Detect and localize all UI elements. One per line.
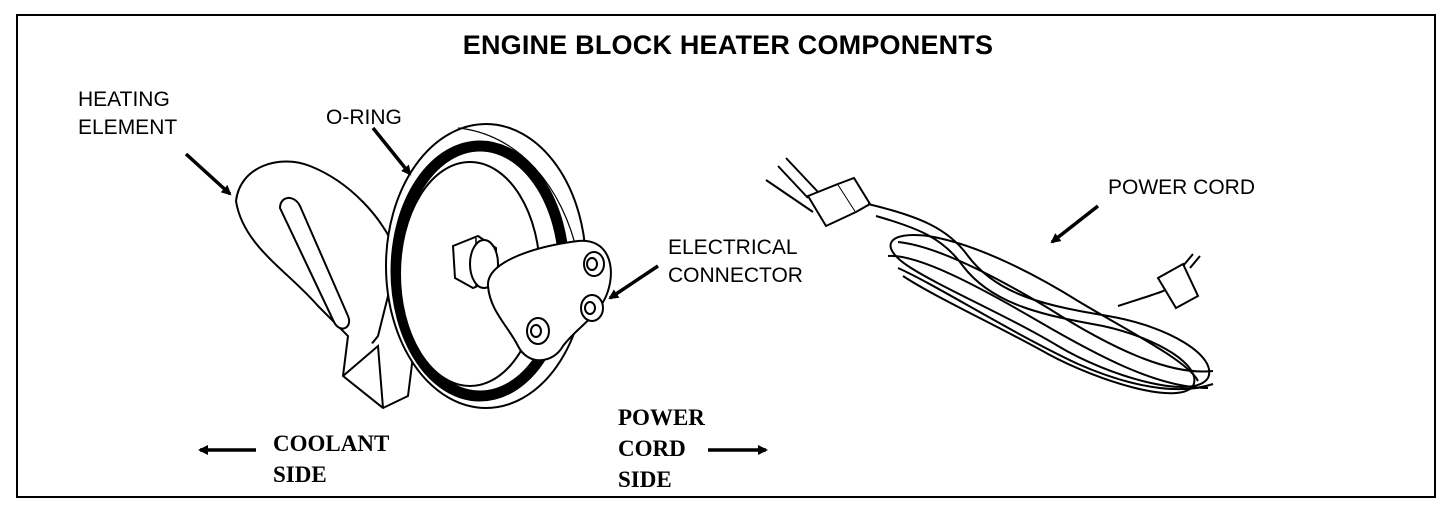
diagram-title: ENGINE BLOCK HEATER COMPONENTS [462,30,994,60]
heating-element-label-line2: ELEMENT [78,116,178,139]
power-cord-side-label: POWER CORD SIDE [618,402,705,495]
power-cord-assembly [765,157,1214,395]
power-cord-side-label-line2: CORD [618,436,686,461]
heating-element-arrow [184,152,232,196]
o-ring-label: O-RING [326,106,402,129]
electrical-connector-label-line2: CONNECTOR [668,264,803,287]
power-cord-label: POWER CORD [1108,176,1255,199]
power-cord-side-label-line3: SIDE [618,467,672,492]
heater-assembly [234,123,612,410]
o-ring-arrow [371,126,412,176]
heating-element-label: HEATING ELEMENT [78,86,177,142]
power-cord-side-label-line1: POWER [618,405,705,430]
coolant-side-label: COOLANT SIDE [273,428,389,490]
electrical-connector-label-line1: ELECTRICAL [668,236,798,259]
coolant-side-label-line1: COOLANT [273,431,390,456]
plug-shape [765,157,872,228]
diagram-frame: ENGINE BLOCK HEATER COMPONENTS [16,14,1436,498]
electrical-connector-label: ELECTRICAL CONNECTOR [668,234,803,290]
power-cord-arrow [1050,204,1100,244]
heating-element-label-line1: HEATING [78,88,170,111]
coolant-side-label-line2: SIDE [273,462,327,487]
illustration [184,123,1214,455]
electrical-connector-arrow [608,264,659,300]
